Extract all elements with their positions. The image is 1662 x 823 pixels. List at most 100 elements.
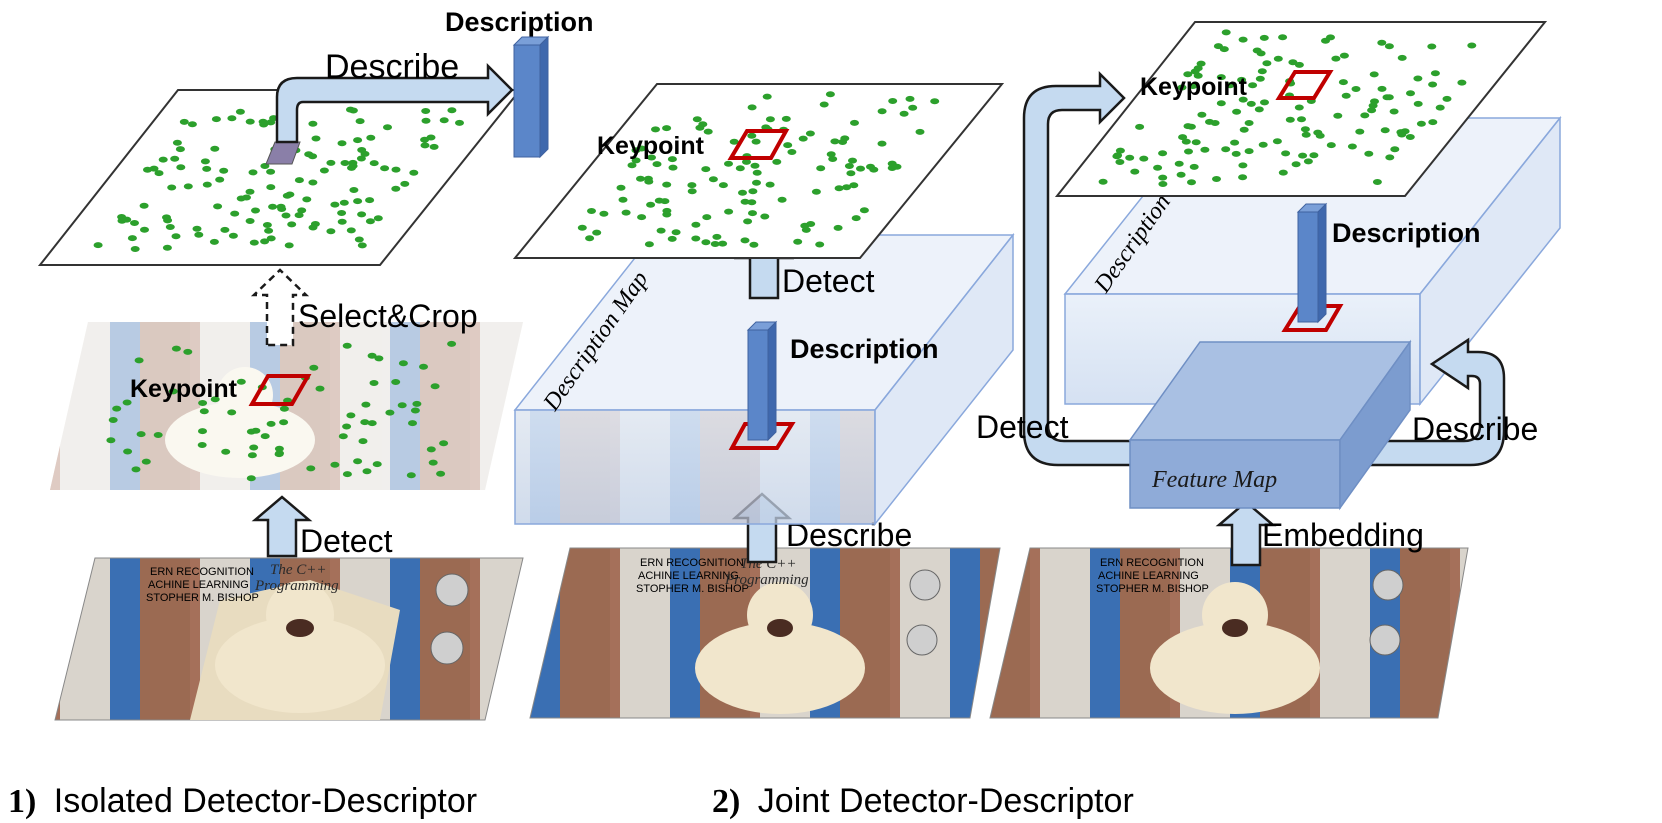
feature-dot <box>811 188 821 195</box>
feature-dot <box>183 348 193 355</box>
feature-dot <box>361 401 371 408</box>
feature-dot <box>230 210 240 217</box>
feature-dot <box>637 145 647 152</box>
feature-dot <box>1221 146 1231 153</box>
feature-dot <box>1457 79 1467 86</box>
feature-dot <box>662 125 672 132</box>
feature-dot <box>1294 61 1304 68</box>
feature-dot <box>308 224 318 231</box>
feature-dot <box>258 118 268 125</box>
feature-dot <box>187 121 197 128</box>
feature-dot <box>421 117 431 124</box>
feature-dot <box>805 130 815 137</box>
feature-dot <box>752 169 762 176</box>
keypoint-box-3b <box>1281 304 1344 332</box>
panel-1-isolated: ERN RECOGNITION ACHINE LEARNING STOPHER … <box>8 7 594 820</box>
feature-dot <box>842 184 852 191</box>
feature-dot <box>599 210 609 217</box>
feature-dot <box>718 182 728 189</box>
feature-dot <box>342 342 352 349</box>
feature-dot <box>708 176 718 183</box>
feature-dot <box>1262 60 1272 67</box>
feature-dot <box>840 135 850 142</box>
feature-dot <box>816 165 826 172</box>
feature-dot <box>1416 120 1426 127</box>
feature-dot <box>211 116 221 123</box>
feature-dot <box>358 438 368 445</box>
feature-dot <box>1294 104 1304 111</box>
feature-dot <box>274 451 284 458</box>
describe-label-1: Describe <box>325 48 459 86</box>
feature-dot <box>134 357 144 364</box>
feature-dot <box>651 126 660 133</box>
detect-arrow-1 <box>251 495 313 558</box>
feature-dot <box>1397 54 1407 61</box>
feature-dot <box>268 203 278 210</box>
feature-dot <box>248 169 258 176</box>
feature-dot <box>1258 141 1268 148</box>
feature-dot <box>592 229 602 236</box>
feature-dot <box>1158 150 1168 157</box>
detect-arrow-3 <box>1022 70 1150 467</box>
keypoint-label-3: Keypoint <box>1140 73 1248 101</box>
feature-dot <box>738 189 747 196</box>
panel-1-caption: 1) Isolated Detector-Descriptor <box>8 782 477 820</box>
feature-dot <box>406 472 416 479</box>
feature-dot <box>326 228 336 235</box>
feature-dot <box>1321 37 1330 44</box>
feature-dot <box>801 226 811 233</box>
feature-dot <box>369 380 379 386</box>
feature-dot <box>691 221 701 228</box>
feature-dot <box>748 210 757 217</box>
feature-dot <box>353 137 363 144</box>
feature-dot <box>260 238 270 245</box>
feature-dot <box>349 187 359 193</box>
feature-dot <box>412 400 422 407</box>
feature-dot <box>356 155 366 162</box>
feature-dot <box>279 419 289 426</box>
feature-dot <box>1187 179 1196 186</box>
feature-dot <box>326 159 336 166</box>
feature-dot <box>426 446 436 453</box>
feature-dot <box>1188 83 1198 89</box>
photo-text: ACHINE LEARNING <box>148 579 249 591</box>
describe-label-3: Describe <box>1412 411 1538 447</box>
feature-dot <box>1380 127 1390 134</box>
feature-dot <box>1397 131 1407 138</box>
feature-dot <box>266 184 276 191</box>
feature-dot <box>337 210 347 216</box>
detect-label-1: Detect <box>300 523 393 559</box>
feature-dot <box>1158 181 1168 187</box>
feature-dot <box>447 107 457 114</box>
feature-dot <box>369 160 379 167</box>
feature-dot <box>357 242 367 249</box>
feature-dot <box>743 218 753 225</box>
feature-dots-1b <box>106 340 457 482</box>
feature-dot <box>1278 169 1288 176</box>
feature-dot <box>436 470 446 477</box>
feature-dot <box>374 355 384 362</box>
feature-dot <box>1216 74 1226 81</box>
feature-dot <box>330 201 340 208</box>
feature-dot <box>1285 116 1295 123</box>
feature-dot <box>1139 155 1149 162</box>
feature-dot <box>1364 150 1374 157</box>
select-crop-label: Select&Crop <box>298 298 478 334</box>
feature-dot <box>1178 134 1188 141</box>
feature-dot <box>1413 100 1423 107</box>
feature-dot <box>1347 143 1357 150</box>
feature-dot <box>1244 148 1254 155</box>
feature-dot <box>367 420 377 427</box>
feature-dot <box>1125 154 1135 161</box>
feature-dot <box>1183 123 1193 130</box>
feature-dot <box>1158 174 1168 181</box>
feature-dot <box>1428 81 1438 88</box>
feature-dot <box>1112 153 1122 160</box>
feature-dot <box>311 135 321 142</box>
feature-dot <box>385 409 395 416</box>
feature-dot <box>153 432 163 438</box>
feature-dot <box>439 440 449 447</box>
feature-dot <box>246 428 256 435</box>
feature-dot <box>718 240 728 247</box>
feature-dot <box>1390 146 1400 153</box>
